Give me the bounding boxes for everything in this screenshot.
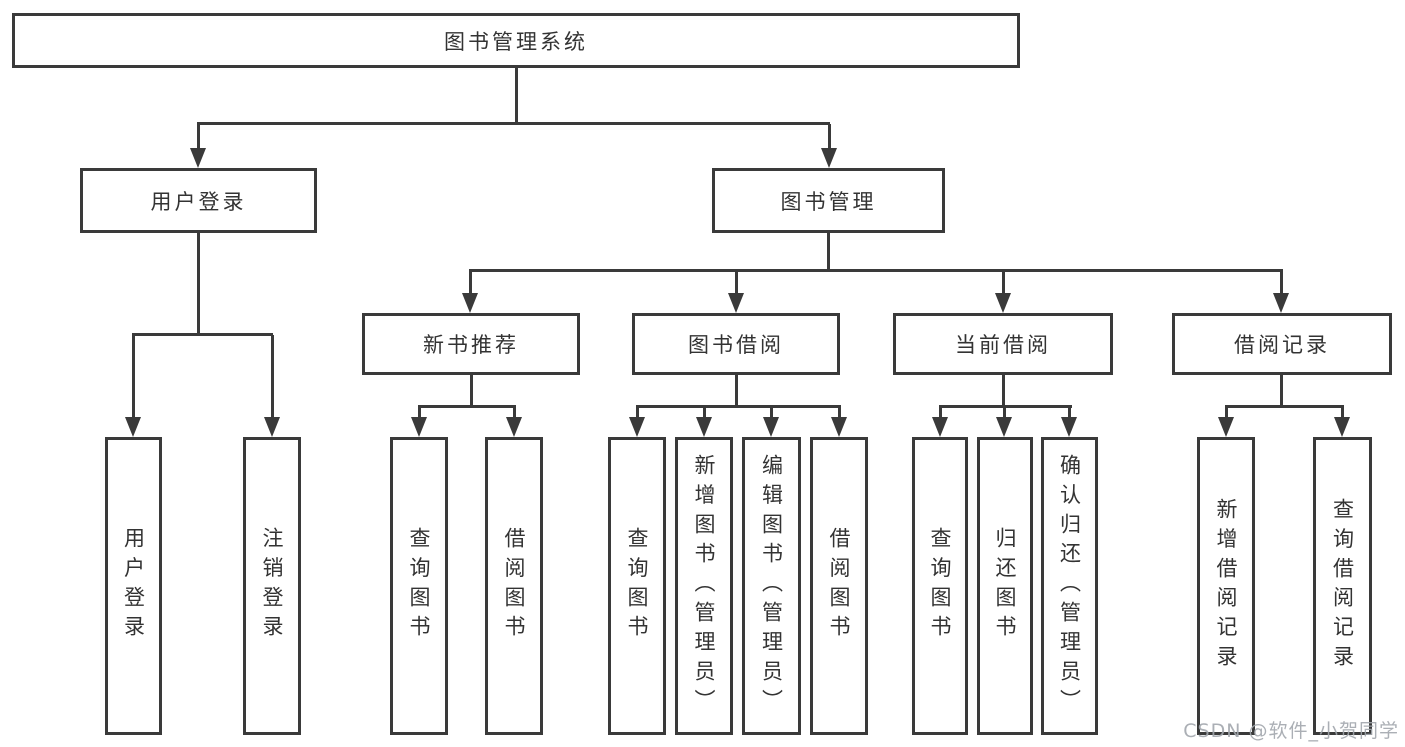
arrow-down-icon bbox=[125, 417, 141, 437]
connector-drop bbox=[1003, 407, 1006, 419]
connector-drop-user-login bbox=[197, 124, 200, 150]
node-label: 借阅图书 bbox=[827, 527, 852, 645]
leaf-add-book-admin: 新增图书（管理员） bbox=[675, 437, 733, 735]
connector-drop bbox=[838, 407, 841, 419]
node-label: 归还图书 bbox=[993, 527, 1018, 645]
connector-drop-leaf-logout bbox=[271, 335, 274, 419]
arrow-down-icon bbox=[696, 417, 712, 437]
node-label: 查询图书 bbox=[625, 527, 650, 645]
leaf-query-books-borrow: 查询图书 bbox=[608, 437, 666, 735]
arrow-down-icon bbox=[1334, 417, 1350, 437]
arrow-down-icon bbox=[831, 417, 847, 437]
arrow-down-icon bbox=[932, 417, 948, 437]
connector-root-stem bbox=[515, 68, 518, 124]
arrow-down-icon bbox=[821, 148, 837, 168]
node-label: 编辑图书（管理员） bbox=[759, 453, 784, 719]
arrow-down-icon bbox=[1061, 417, 1077, 437]
connector-book-management-branch bbox=[469, 269, 1283, 272]
arrow-down-icon bbox=[995, 293, 1011, 313]
connector-book-borrow-branch bbox=[636, 405, 841, 408]
leaf-add-borrow-record: 新增借阅记录 bbox=[1197, 437, 1255, 735]
connector-drop-book-borrow bbox=[735, 271, 738, 295]
arrow-down-icon bbox=[996, 417, 1012, 437]
leaf-query-books-current: 查询图书 bbox=[912, 437, 968, 735]
node-current-borrow: 当前借阅 bbox=[893, 313, 1113, 375]
node-user-login: 用户登录 bbox=[80, 168, 317, 233]
connector-new-book-branch bbox=[418, 405, 516, 408]
connector-drop bbox=[418, 407, 421, 419]
connector-drop bbox=[939, 407, 942, 419]
node-book-management: 图书管理 bbox=[712, 168, 945, 233]
connector-book-borrow-stem bbox=[735, 375, 738, 407]
leaf-confirm-return-admin: 确认归还（管理员） bbox=[1041, 437, 1098, 735]
node-label: 新增借阅记录 bbox=[1214, 497, 1239, 675]
leaf-edit-book-admin: 编辑图书（管理员） bbox=[742, 437, 801, 735]
node-book-borrow: 图书借阅 bbox=[632, 313, 840, 375]
connector-drop-borrow-records bbox=[1280, 271, 1283, 295]
connector-drop bbox=[513, 407, 516, 419]
node-label: 查询图书 bbox=[928, 527, 953, 645]
leaf-return-books: 归还图书 bbox=[977, 437, 1033, 735]
connector-borrow-records-branch bbox=[1225, 405, 1344, 408]
node-library-management-system: 图书管理系统 bbox=[12, 13, 1020, 68]
connector-new-book-stem bbox=[470, 375, 473, 407]
node-label: 注销登录 bbox=[260, 527, 285, 645]
arrow-down-icon bbox=[411, 417, 427, 437]
node-label: 用户登录 bbox=[121, 527, 146, 645]
connector-drop-current-borrow bbox=[1002, 271, 1005, 295]
arrow-down-icon bbox=[629, 417, 645, 437]
arrow-down-icon bbox=[506, 417, 522, 437]
arrow-down-icon bbox=[1218, 417, 1234, 437]
connector-drop bbox=[1225, 407, 1228, 419]
leaf-query-borrow-record: 查询借阅记录 bbox=[1313, 437, 1372, 735]
connector-root-branch bbox=[197, 122, 830, 125]
node-borrow-records: 借阅记录 bbox=[1172, 313, 1392, 375]
node-label: 借阅图书 bbox=[502, 527, 527, 645]
arrow-down-icon bbox=[264, 417, 280, 437]
leaf-query-books-recommend: 查询图书 bbox=[390, 437, 448, 735]
leaf-borrow-books: 借阅图书 bbox=[810, 437, 868, 735]
connector-current-borrow-branch bbox=[939, 405, 1072, 408]
connector-borrow-records-stem bbox=[1280, 375, 1283, 407]
arrow-down-icon bbox=[1273, 293, 1289, 313]
connector-book-management-stem bbox=[827, 233, 830, 271]
csdn-watermark: CSDN @软件_小贺同学 bbox=[1183, 720, 1399, 742]
connector-drop bbox=[1341, 407, 1344, 419]
arrow-down-icon bbox=[763, 417, 779, 437]
connector-drop-new-book bbox=[469, 271, 472, 295]
leaf-logout: 注销登录 bbox=[243, 437, 301, 735]
connector-drop bbox=[636, 407, 639, 419]
connector-drop-book-management bbox=[828, 124, 831, 150]
node-label: 查询图书 bbox=[407, 527, 432, 645]
connector-user-login-branch bbox=[132, 333, 273, 336]
connector-user-login-stem bbox=[197, 233, 200, 335]
leaf-borrow-books-recommend: 借阅图书 bbox=[485, 437, 543, 735]
node-label: 新增图书（管理员） bbox=[692, 453, 717, 719]
connector-current-borrow-stem bbox=[1002, 375, 1005, 407]
connector-drop-leaf-user-login bbox=[132, 335, 135, 419]
node-label: 确认归还（管理员） bbox=[1057, 453, 1082, 719]
arrow-down-icon bbox=[190, 148, 206, 168]
node-new-book-recommend: 新书推荐 bbox=[362, 313, 580, 375]
connector-drop bbox=[770, 407, 773, 419]
arrow-down-icon bbox=[462, 293, 478, 313]
arrow-down-icon bbox=[728, 293, 744, 313]
connector-drop bbox=[1068, 407, 1071, 419]
node-label: 查询借阅记录 bbox=[1330, 497, 1355, 675]
connector-drop bbox=[703, 407, 706, 419]
leaf-user-login: 用户登录 bbox=[105, 437, 162, 735]
